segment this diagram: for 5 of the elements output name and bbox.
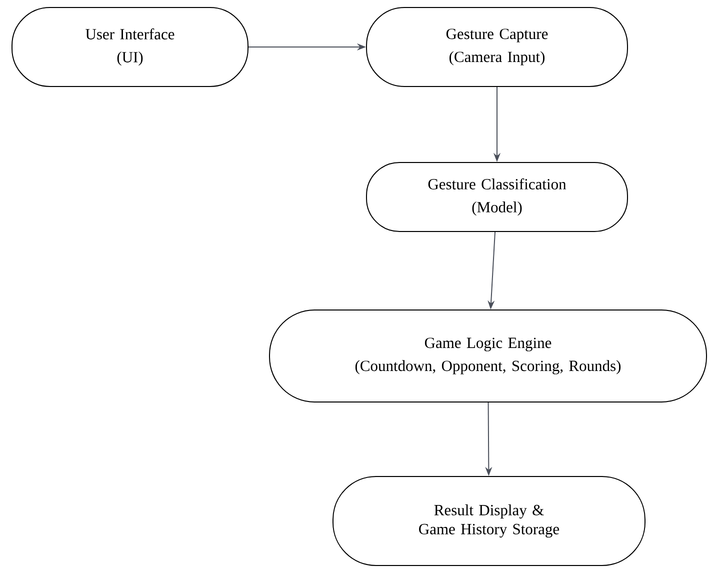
process-box: Result Display & Game History Storage <box>332 476 646 566</box>
process-box: Gesture Classification (Model) <box>366 162 628 232</box>
process-box: User Interface (UI) <box>12 7 248 87</box>
process-box: Game Logic Engine (Countdown, Opponent, Scoring, Rounds) <box>269 310 707 402</box>
process-box: Gesture Capture (Camera Input) <box>366 7 628 87</box>
